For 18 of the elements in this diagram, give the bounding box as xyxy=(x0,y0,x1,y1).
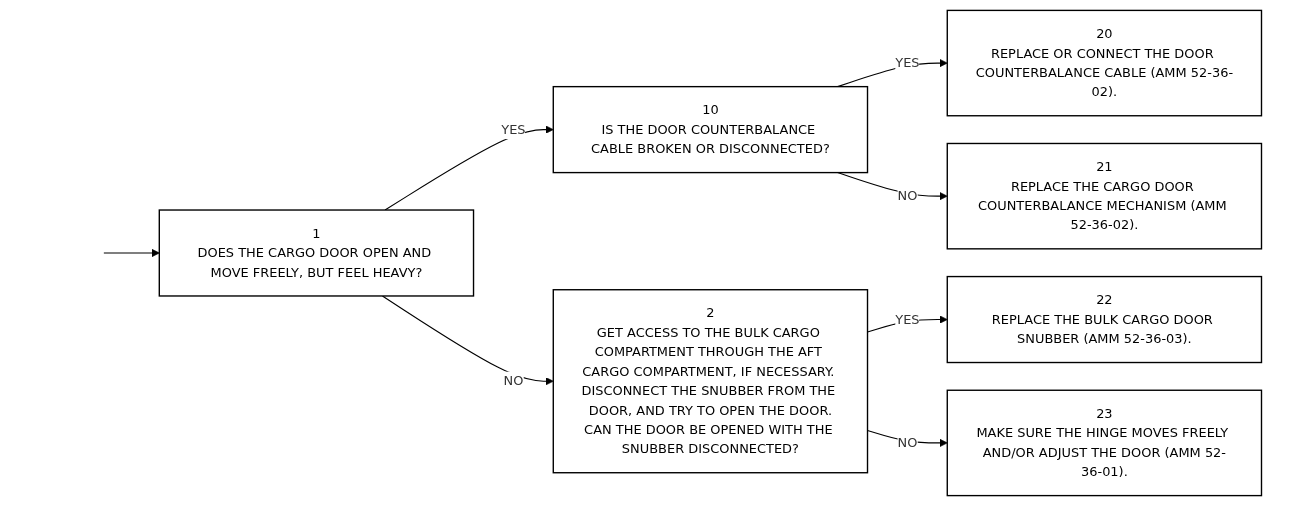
edge-label: YES xyxy=(895,311,920,327)
node-box: 21 REPLACE THE CARGO DOOR COUNTERBALANCE MECHANISM (AMM 52-36-02). xyxy=(946,142,1263,250)
edge-label: YES xyxy=(895,55,920,71)
node-box: 20 REPLACE OR CONNECT THE DOOR COUNTERBALANCE CABLE (AMM 52-36-02). xyxy=(946,9,1263,117)
node-box: 22 REPLACE THE BULK CARGO DOOR SNUBBER (AMM 52-36-03). xyxy=(946,275,1263,364)
edge-label: YES xyxy=(501,121,526,137)
edge-label: NO xyxy=(503,373,524,389)
node-box: 23 MAKE SURE THE HINGE MOVES FREELY AND/OR ADJUST THE DOOR (AMM 52-36-01). xyxy=(946,389,1263,497)
arrow xyxy=(384,125,554,211)
arrow xyxy=(867,429,948,447)
node-box: 1 DOES THE CARGO DOOR OPEN AND MOVE FREELY, BUT FEEL HEAVY? xyxy=(158,209,475,297)
arrow xyxy=(837,172,948,201)
arrow xyxy=(381,295,554,386)
node-box: 10 IS THE DOOR COUNTERBALANCE CABLE BROKEN OR DISCONNECTED? xyxy=(552,85,869,174)
edge-label: NO xyxy=(897,188,918,204)
edge-label: NO xyxy=(897,435,918,450)
arrow xyxy=(103,248,160,258)
node-box: 2 GET ACCESS TO THE BULK CARGO COMPARTMENT THROUGH THE AFT CARGO COMPARTMENT, IF NECESSARY. DISCONNECT THE SNUBBER FROM THE DOOR, AND TRY TO OPEN THE DOOR. CAN THE DOOR BE OPENED WITH THE SNUBBER DISCONNECTED? xyxy=(552,289,869,474)
